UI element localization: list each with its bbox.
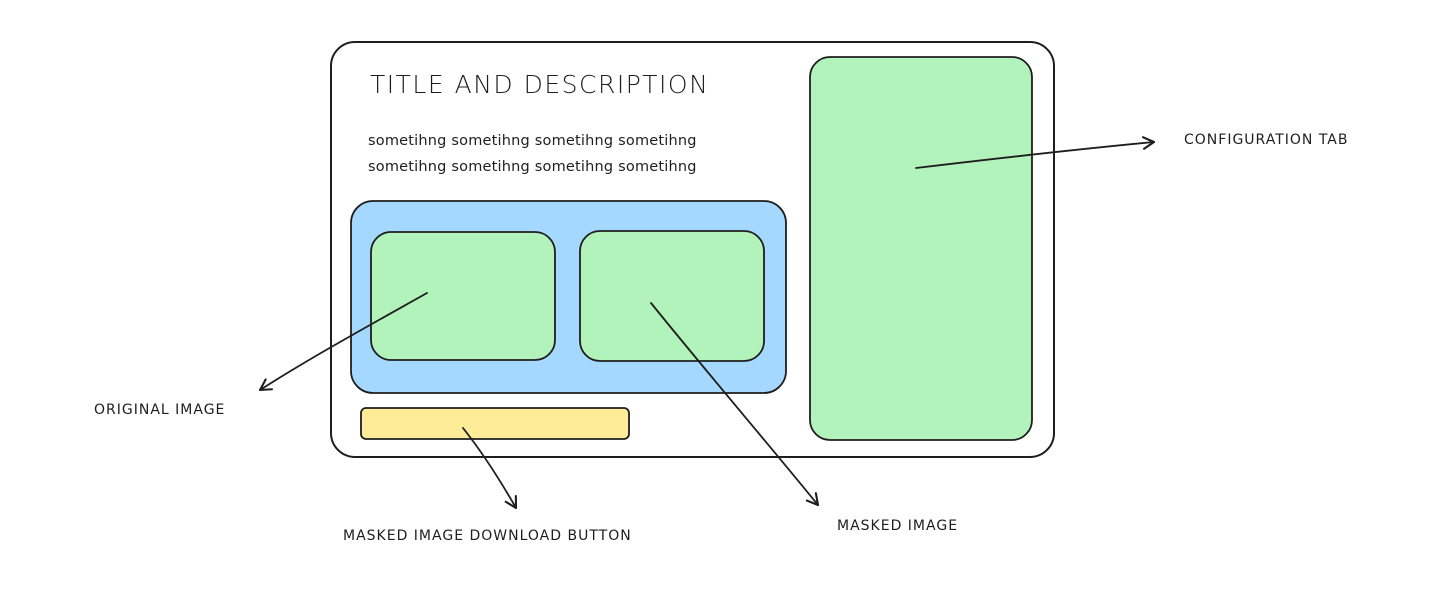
arrow-to-masked-label [650,302,820,507]
configuration-tab-panel[interactable] [809,56,1033,441]
description-line-2: sometihng sometihng sometihng sometihng [368,159,697,175]
masked-image-box [579,230,765,362]
label-masked-image: MASKED IMAGE [837,518,959,534]
label-original-image: ORIGINAL IMAGE [94,402,226,418]
arrow-to-configuration-label [915,136,1156,169]
label-download-button: MASKED IMAGE DOWNLOAD BUTTON [343,528,632,544]
label-configuration-tab: CONFIGURATION TAB [1184,132,1349,148]
arrow-to-original-label [258,292,428,392]
mockup-title: TITLE AND DESCRIPTION [370,70,710,99]
description-line-1: sometihng sometihng sometihng sometihng [368,133,697,149]
masked-image-download-button[interactable] [360,407,630,440]
arrow-to-download-label [462,427,518,510]
original-image-box [370,231,556,361]
mockup-description: sometihng sometihng sometihng sometihng … [368,128,697,180]
